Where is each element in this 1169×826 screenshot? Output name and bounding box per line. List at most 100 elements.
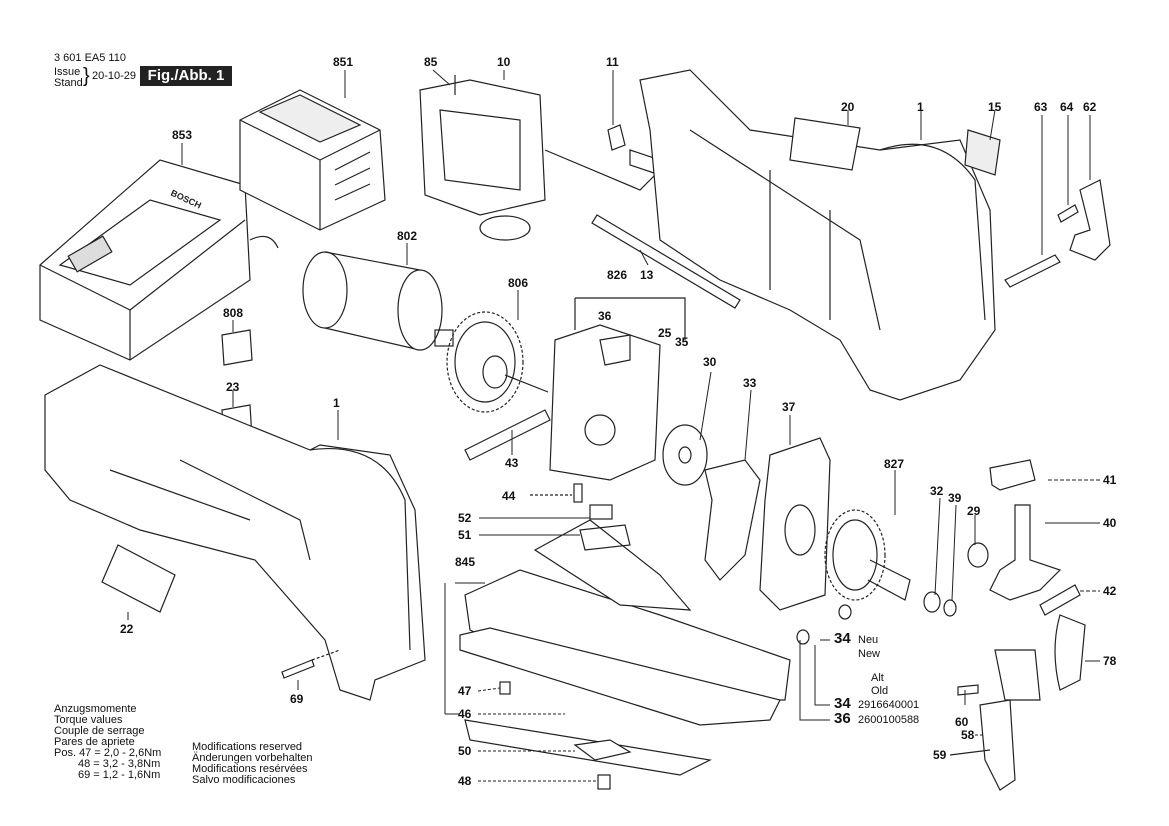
callout-37: 37 [782,400,796,414]
callout-20: 20 [841,100,855,114]
callout-853: 853 [172,128,193,142]
gear-806-drawing [446,311,551,461]
part-13-drawing [591,214,741,309]
part-34-new-number: 34 [834,630,851,647]
callout-10: 10 [497,55,511,69]
part-34-neu: Neu [858,634,879,646]
callout-1-right: 1 [917,100,924,114]
callout-1-left: 1 [333,396,340,410]
old-part-36-code: 2600100588 [858,714,920,726]
charger-drawing: BOSCH [39,159,279,361]
part-29-drawing [967,542,989,568]
callout-845: 845 [455,555,476,569]
old-part-34-code: 2916640001 [858,699,920,711]
callout-30: 30 [703,355,717,369]
callout-44: 44 [502,489,516,503]
screw-47-drawing [499,681,511,695]
callout-59: 59 [933,748,947,762]
callout-64: 64 [1060,100,1074,114]
part-59-drawing [949,749,991,756]
part-15-drawing [964,129,1001,176]
callout-802: 802 [397,229,418,243]
part-34-new: New [858,648,881,660]
callout-60: 60 [955,715,969,729]
motor-drawing [302,251,454,351]
torque-title-de: Anzugsmomente [54,703,137,715]
callout-15: 15 [988,100,1002,114]
part-41-drawing [989,459,1036,491]
callout-35: 35 [675,335,689,349]
callout-32: 32 [930,484,944,498]
modifications-de: Änderungen vorbehalten [192,752,313,764]
callout-85: 85 [424,55,438,69]
callout-46: 46 [458,707,472,721]
torque-title-en: Torque values [54,714,123,726]
callout-40: 40 [1103,516,1117,530]
base-plate-drawing [459,519,791,776]
part-60-drawing [957,684,979,696]
callout-36: 36 [598,309,612,323]
figure-label: Fig./Abb. 1 [140,66,232,86]
callout-43: 43 [505,456,519,470]
old-part-34-number: 34 [834,695,851,712]
old-label: Old [871,685,889,697]
callout-827: 827 [884,457,905,471]
stand-label: Stand [54,77,83,89]
callout-58: 58 [961,728,975,742]
callout-63: 63 [1034,100,1048,114]
label-808-drawing [221,329,253,366]
part-62-drawing [1069,179,1111,261]
brace: } [83,65,90,87]
callout-851: 851 [333,55,354,69]
switch-drawing [419,75,656,241]
callout-826: 826 [607,268,628,282]
washer-30-drawing [662,424,708,486]
callout-62: 62 [1083,100,1097,114]
callout-25: 25 [658,326,672,340]
callout-52: 52 [458,511,472,525]
part-78-drawing [1054,614,1086,691]
gear-827-drawing [824,509,911,601]
modifications-en: Modifications reserved [192,741,303,753]
part-50-drawing [573,739,632,761]
part-51-drawing [579,524,631,551]
model-number: 3 601 EA5 110 [54,52,126,64]
plate-33-drawing [704,459,761,581]
pin-44-drawing [573,483,583,503]
callout-29: 29 [967,504,981,518]
torque-value-69: 69 = 1,2 - 1,6Nm [78,769,161,781]
callout-41: 41 [1103,473,1117,487]
plate-37-drawing [759,437,831,611]
modifications-es: Salvo modificaciones [192,774,296,786]
housing-left-drawing [44,364,426,701]
circlip-32-drawing [923,591,941,613]
callout-50: 50 [458,744,472,758]
screw-69-drawing [281,659,315,679]
torque-title-es: Pares de apriete [54,736,135,748]
part-42-drawing [1039,584,1081,616]
issue-date: 20-10-29 [92,70,137,82]
callout-13: 13 [640,268,654,282]
gearbox-frame-drawing [549,297,686,481]
callout-808: 808 [223,306,244,320]
callout-78: 78 [1103,654,1117,668]
label-22-drawing [101,544,176,613]
leader-lines [127,69,1100,782]
callout-47: 47 [458,684,472,698]
modifications-fr: Modifications resérvées [192,763,308,775]
alt-label: Alt [871,672,884,684]
callout-33: 33 [743,376,757,390]
callout-51: 51 [458,528,472,542]
callout-42: 42 [1103,584,1117,598]
callout-23: 23 [226,380,240,394]
part-20-drawing [789,117,861,171]
callout-11: 11 [606,55,619,69]
part-40-drawing [989,504,1062,601]
callout-48: 48 [458,774,472,788]
issue-label: Issue [54,66,81,78]
circlip-39-drawing [943,599,957,617]
washer-34-drawing [838,604,852,620]
screw-48-drawing [597,774,611,790]
part-64-drawing [1057,204,1079,223]
